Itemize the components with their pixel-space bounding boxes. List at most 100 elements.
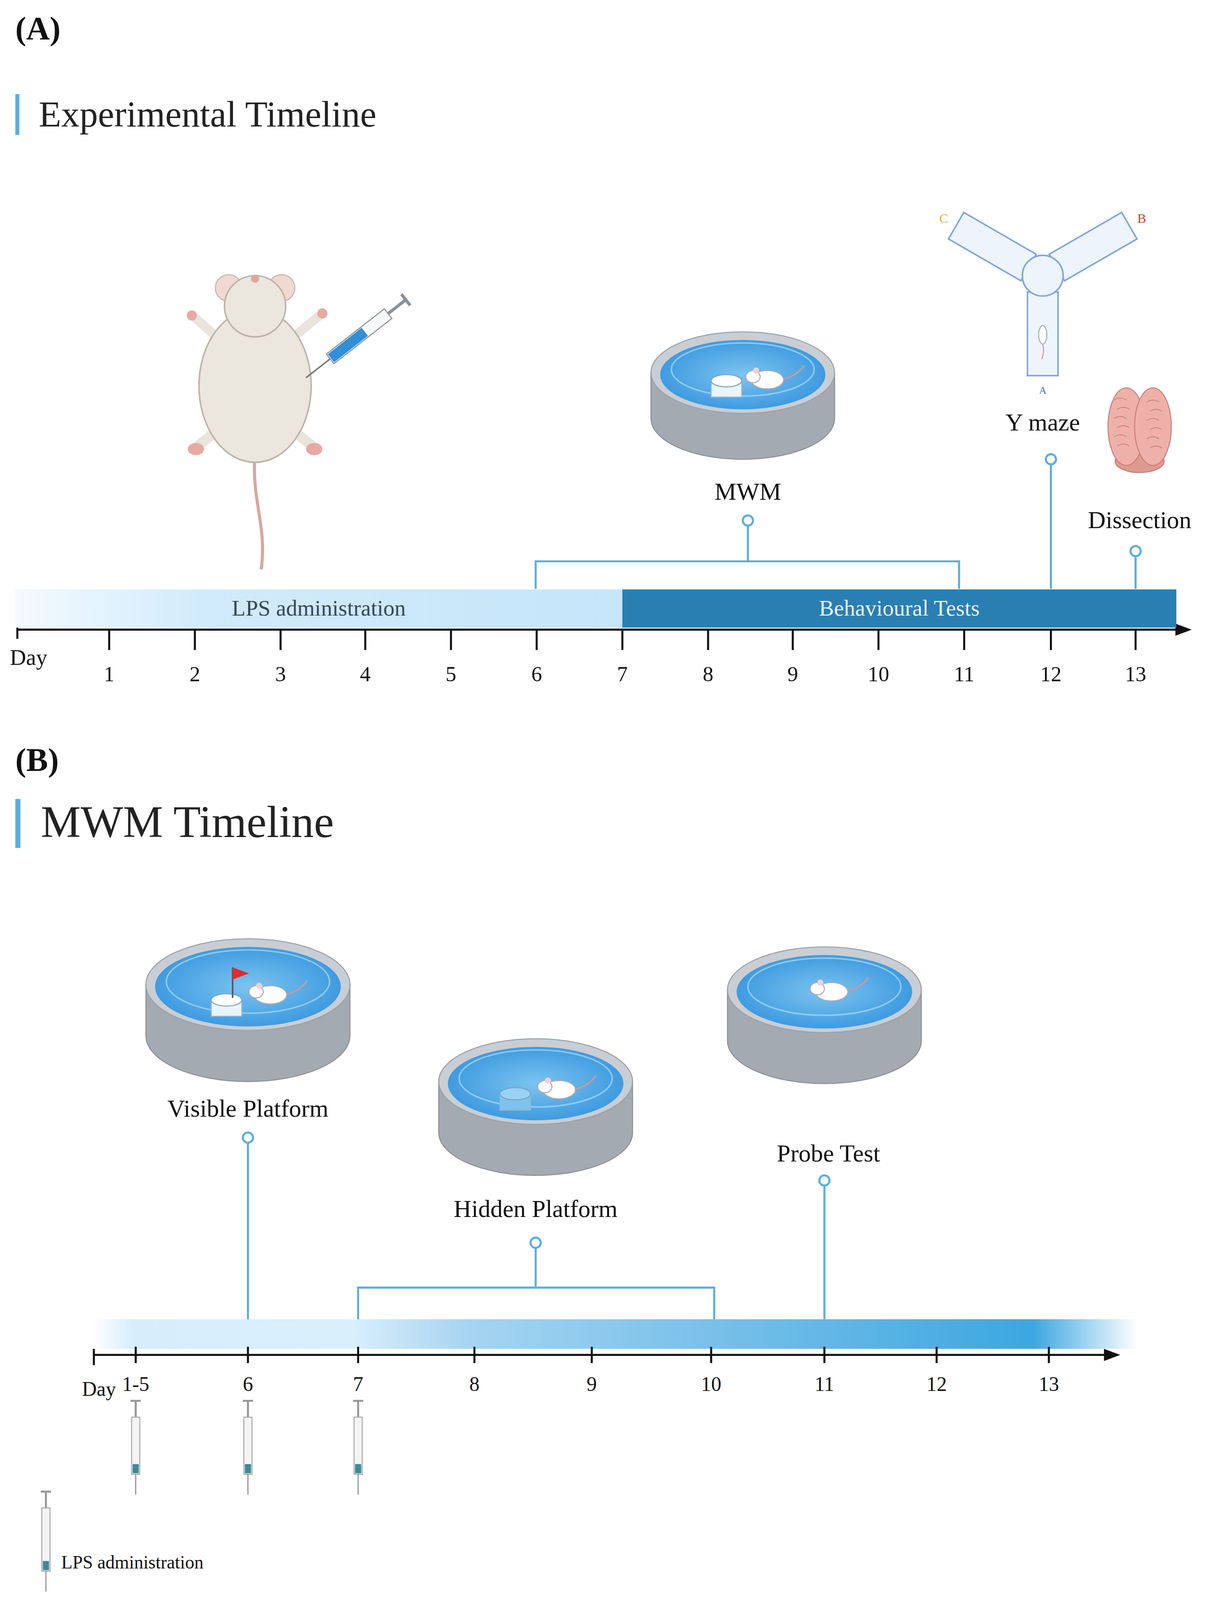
tick-label: 11 <box>953 662 975 687</box>
maze-mouse-tail <box>1041 344 1044 360</box>
brain-fold <box>1146 400 1160 403</box>
panel-title: Experimental Timeline <box>38 94 377 135</box>
pool-water <box>447 1047 624 1121</box>
axis-tick <box>108 629 111 651</box>
maze-arm <box>1027 292 1058 376</box>
panel-letter: (B) <box>15 742 59 779</box>
syringe-barrel <box>41 1508 50 1572</box>
test-label: Visible Platform <box>167 1095 329 1123</box>
water-maze-pool <box>146 938 351 1082</box>
tick-label: 5 <box>445 662 457 687</box>
test-label: Dissection <box>1088 506 1192 535</box>
syringe-needle <box>247 1474 249 1496</box>
panel-title: MWM Timeline <box>40 797 334 847</box>
tick-label: 2 <box>189 662 201 687</box>
axis-tick <box>134 1346 137 1364</box>
axis-tick <box>710 1346 713 1364</box>
injection-syringe <box>242 1400 254 1495</box>
mouse-ear <box>817 979 824 986</box>
tick-label: 1-5 <box>122 1373 150 1397</box>
syringe-liquid <box>355 1464 362 1474</box>
brain-hemisphere <box>1134 387 1172 466</box>
injection-syringe <box>352 1400 364 1495</box>
brain-fold <box>1146 418 1160 421</box>
axis-tick <box>450 629 453 651</box>
rat-tail <box>254 454 263 570</box>
axis-tick <box>877 629 880 651</box>
axis-start-tick <box>92 1349 95 1366</box>
mouse-tail <box>781 365 805 380</box>
syringe-barrel <box>243 1417 252 1475</box>
syringe-needle <box>306 359 331 378</box>
test-label: Probe Test <box>776 1140 881 1168</box>
pool-water <box>154 946 341 1027</box>
bracket <box>358 1287 715 1320</box>
tick-label: 8 <box>702 662 714 687</box>
mouse-ear <box>544 1077 551 1085</box>
stem-circle <box>819 1175 830 1186</box>
syringe-barrel <box>354 1417 363 1475</box>
tick-label: 10 <box>700 1373 722 1397</box>
stem-line <box>1134 556 1137 590</box>
syringe-liquid <box>132 1464 139 1474</box>
tick-label: 3 <box>275 662 286 687</box>
pool-shine <box>671 343 815 397</box>
platform-top <box>711 374 742 388</box>
rat-hand <box>317 308 328 319</box>
tick-label: 9 <box>787 662 799 687</box>
tick-label: 12 <box>926 1373 947 1397</box>
syringe-plunger <box>387 300 406 314</box>
axis-tick <box>535 629 539 651</box>
stem-circle <box>1130 546 1141 557</box>
rat-figure <box>186 274 328 570</box>
axis-line <box>17 628 1184 631</box>
axis-tick <box>791 629 795 651</box>
stem-line <box>746 525 749 562</box>
rat-head <box>224 275 286 337</box>
pool-rim <box>438 1038 633 1125</box>
tick-label: 7 <box>617 662 628 687</box>
mouse-tail <box>845 977 869 992</box>
tick-label: 10 <box>867 662 890 687</box>
title-bar <box>15 94 20 135</box>
axis-tick <box>823 1346 826 1364</box>
stem-line <box>534 1247 537 1288</box>
mouse-tail <box>573 1075 597 1090</box>
rat-foot <box>306 443 323 456</box>
maze-arm-letter: B <box>1137 210 1147 226</box>
stem-circle <box>742 515 753 526</box>
maze-arm-letter: C <box>939 210 949 226</box>
platform-top <box>211 993 242 1007</box>
maze-center <box>1022 255 1064 297</box>
brain-fold <box>1149 409 1163 412</box>
test-label: Y maze <box>1005 408 1081 436</box>
stem-circle <box>242 1132 254 1144</box>
syringe-plunger <box>134 1400 137 1418</box>
brain-icon <box>1108 387 1172 473</box>
stem-line <box>246 1143 250 1320</box>
syringe-barrel <box>131 1417 140 1475</box>
axis-label: Day <box>9 645 48 671</box>
axis-tick <box>473 1346 476 1364</box>
test-label: Hidden Platform <box>453 1195 618 1223</box>
rat-foot <box>187 443 205 456</box>
syringe <box>301 294 411 384</box>
title-bar <box>15 799 20 848</box>
axis-arrowhead <box>1175 623 1192 637</box>
timeline-band: Behavioural Tests <box>622 589 1177 628</box>
axis-tick <box>1049 629 1053 651</box>
stem-line <box>1049 464 1053 589</box>
water-maze-pool <box>438 1038 633 1176</box>
axis-tick <box>246 1346 250 1364</box>
test-label: MWM <box>714 478 782 506</box>
syringe-cap <box>401 294 411 306</box>
mouse-ear <box>256 982 263 990</box>
tick-label: 9 <box>586 1373 598 1397</box>
axis-tick <box>193 629 197 651</box>
brain-fold <box>1117 407 1130 410</box>
flag <box>232 967 250 980</box>
axis-tick <box>935 1346 938 1364</box>
tick-label: 6 <box>531 662 543 687</box>
rat-nose <box>250 274 259 283</box>
syringe-barrel <box>326 308 392 365</box>
